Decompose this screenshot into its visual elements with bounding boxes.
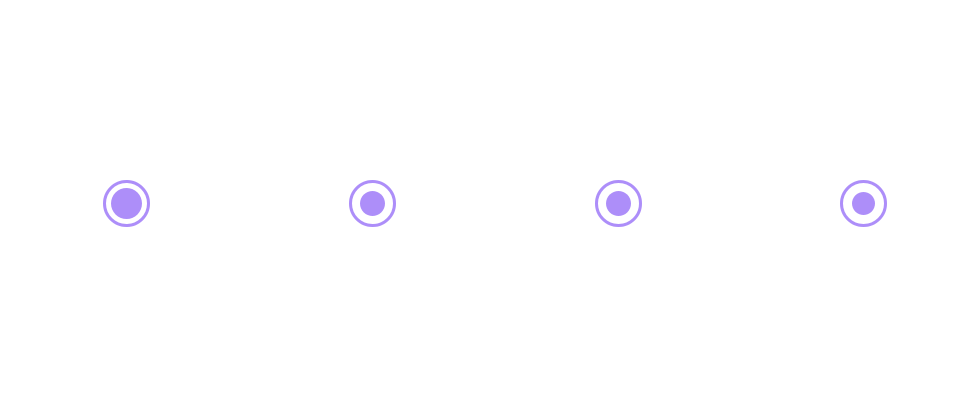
radio-button-3[interactable] xyxy=(595,180,642,227)
radio-filled-icon xyxy=(852,192,875,215)
radio-filled-icon xyxy=(606,191,631,216)
radio-filled-icon xyxy=(360,191,385,216)
radio-button-2[interactable] xyxy=(349,180,396,227)
radio-button-4[interactable] xyxy=(840,180,887,227)
radio-button-1[interactable] xyxy=(103,180,150,227)
radio-filled-icon xyxy=(111,188,142,219)
